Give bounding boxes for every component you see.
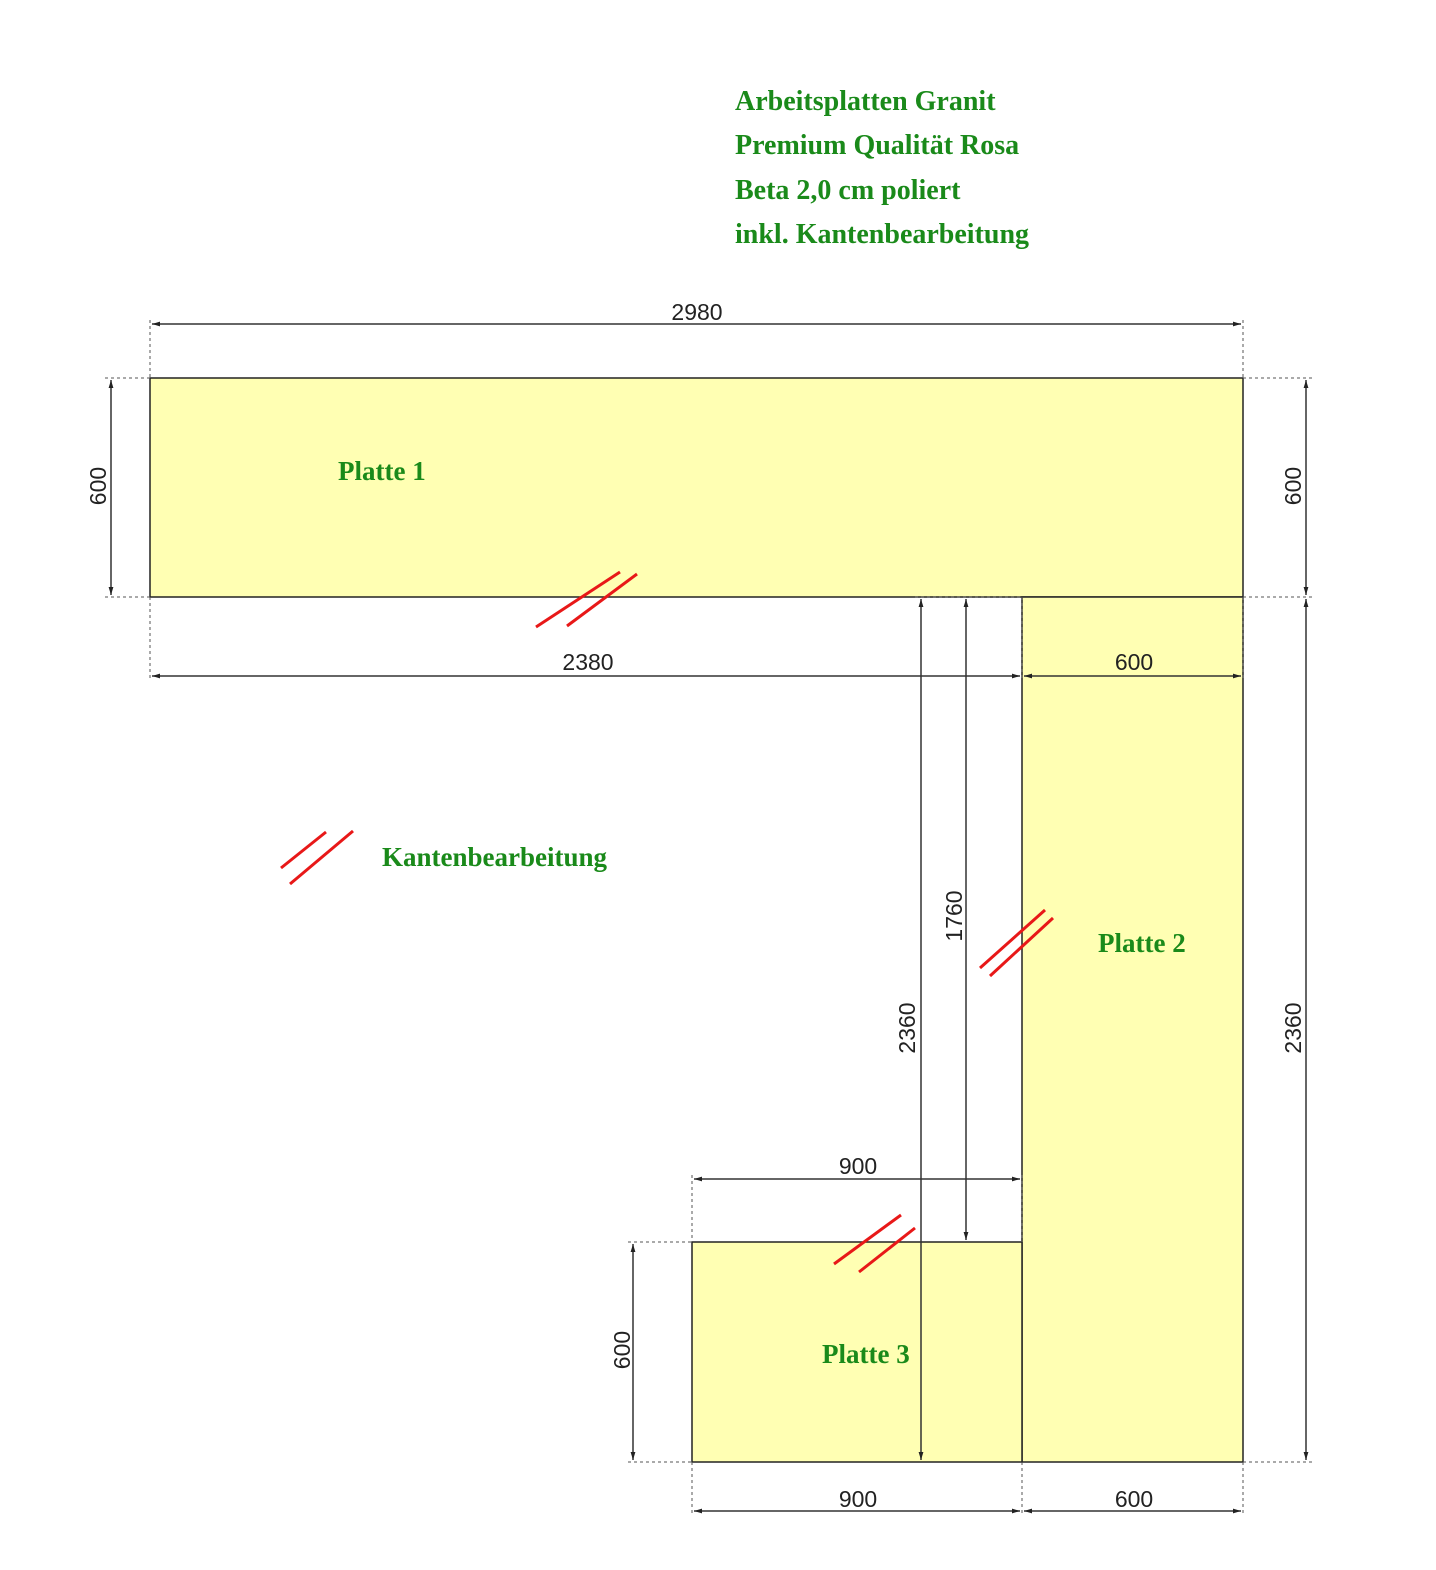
dim-p2-width-top: 600	[1115, 649, 1153, 675]
dim-p1-height-right: 600	[1280, 467, 1306, 505]
dim-p2-width-bottom: 600	[1115, 1486, 1153, 1512]
dim-inner-width: 2380	[562, 649, 613, 675]
title-line-1: Arbeitsplatten Granit	[735, 86, 996, 117]
dim-total-height-inner: 2360	[894, 1002, 920, 1053]
slab-platte-1	[149, 377, 1244, 598]
label-platte-1: Platte 1	[338, 456, 426, 486]
label-platte-3: Platte 3	[822, 1339, 910, 1369]
dim-top-width: 2980	[671, 299, 722, 325]
dim-inner-height: 1760	[941, 890, 967, 941]
edge-marker-platte-3	[833, 1213, 916, 1274]
slab-platte-3	[691, 1241, 1023, 1463]
legend-label: Kantenbearbeitung	[382, 842, 608, 872]
dim-p3-width-bottom: 900	[839, 1486, 877, 1512]
legend: Kantenbearbeitung	[280, 829, 608, 886]
title-line-2: Premium Qualität Rosa	[735, 130, 1020, 161]
dim-total-height-right: 2360	[1280, 1002, 1306, 1053]
dim-p3-width-top: 900	[839, 1153, 877, 1179]
dim-p3-height: 600	[609, 1331, 635, 1369]
legend-edge-marker	[280, 829, 354, 886]
label-platte-2: Platte 2	[1098, 928, 1186, 958]
title-line-3: Beta 2,0 cm poliert	[735, 175, 961, 206]
dim-p1-height-left: 600	[85, 467, 111, 505]
edge-marker-platte-2	[979, 908, 1055, 978]
edge-marker-platte-1	[535, 570, 638, 629]
title-line-4: inkl. Kantenbearbeitung	[735, 219, 1030, 250]
slab-platte-2	[1021, 596, 1244, 1463]
extension-lines	[105, 320, 1312, 1515]
dimension-lines	[108, 321, 1309, 1514]
